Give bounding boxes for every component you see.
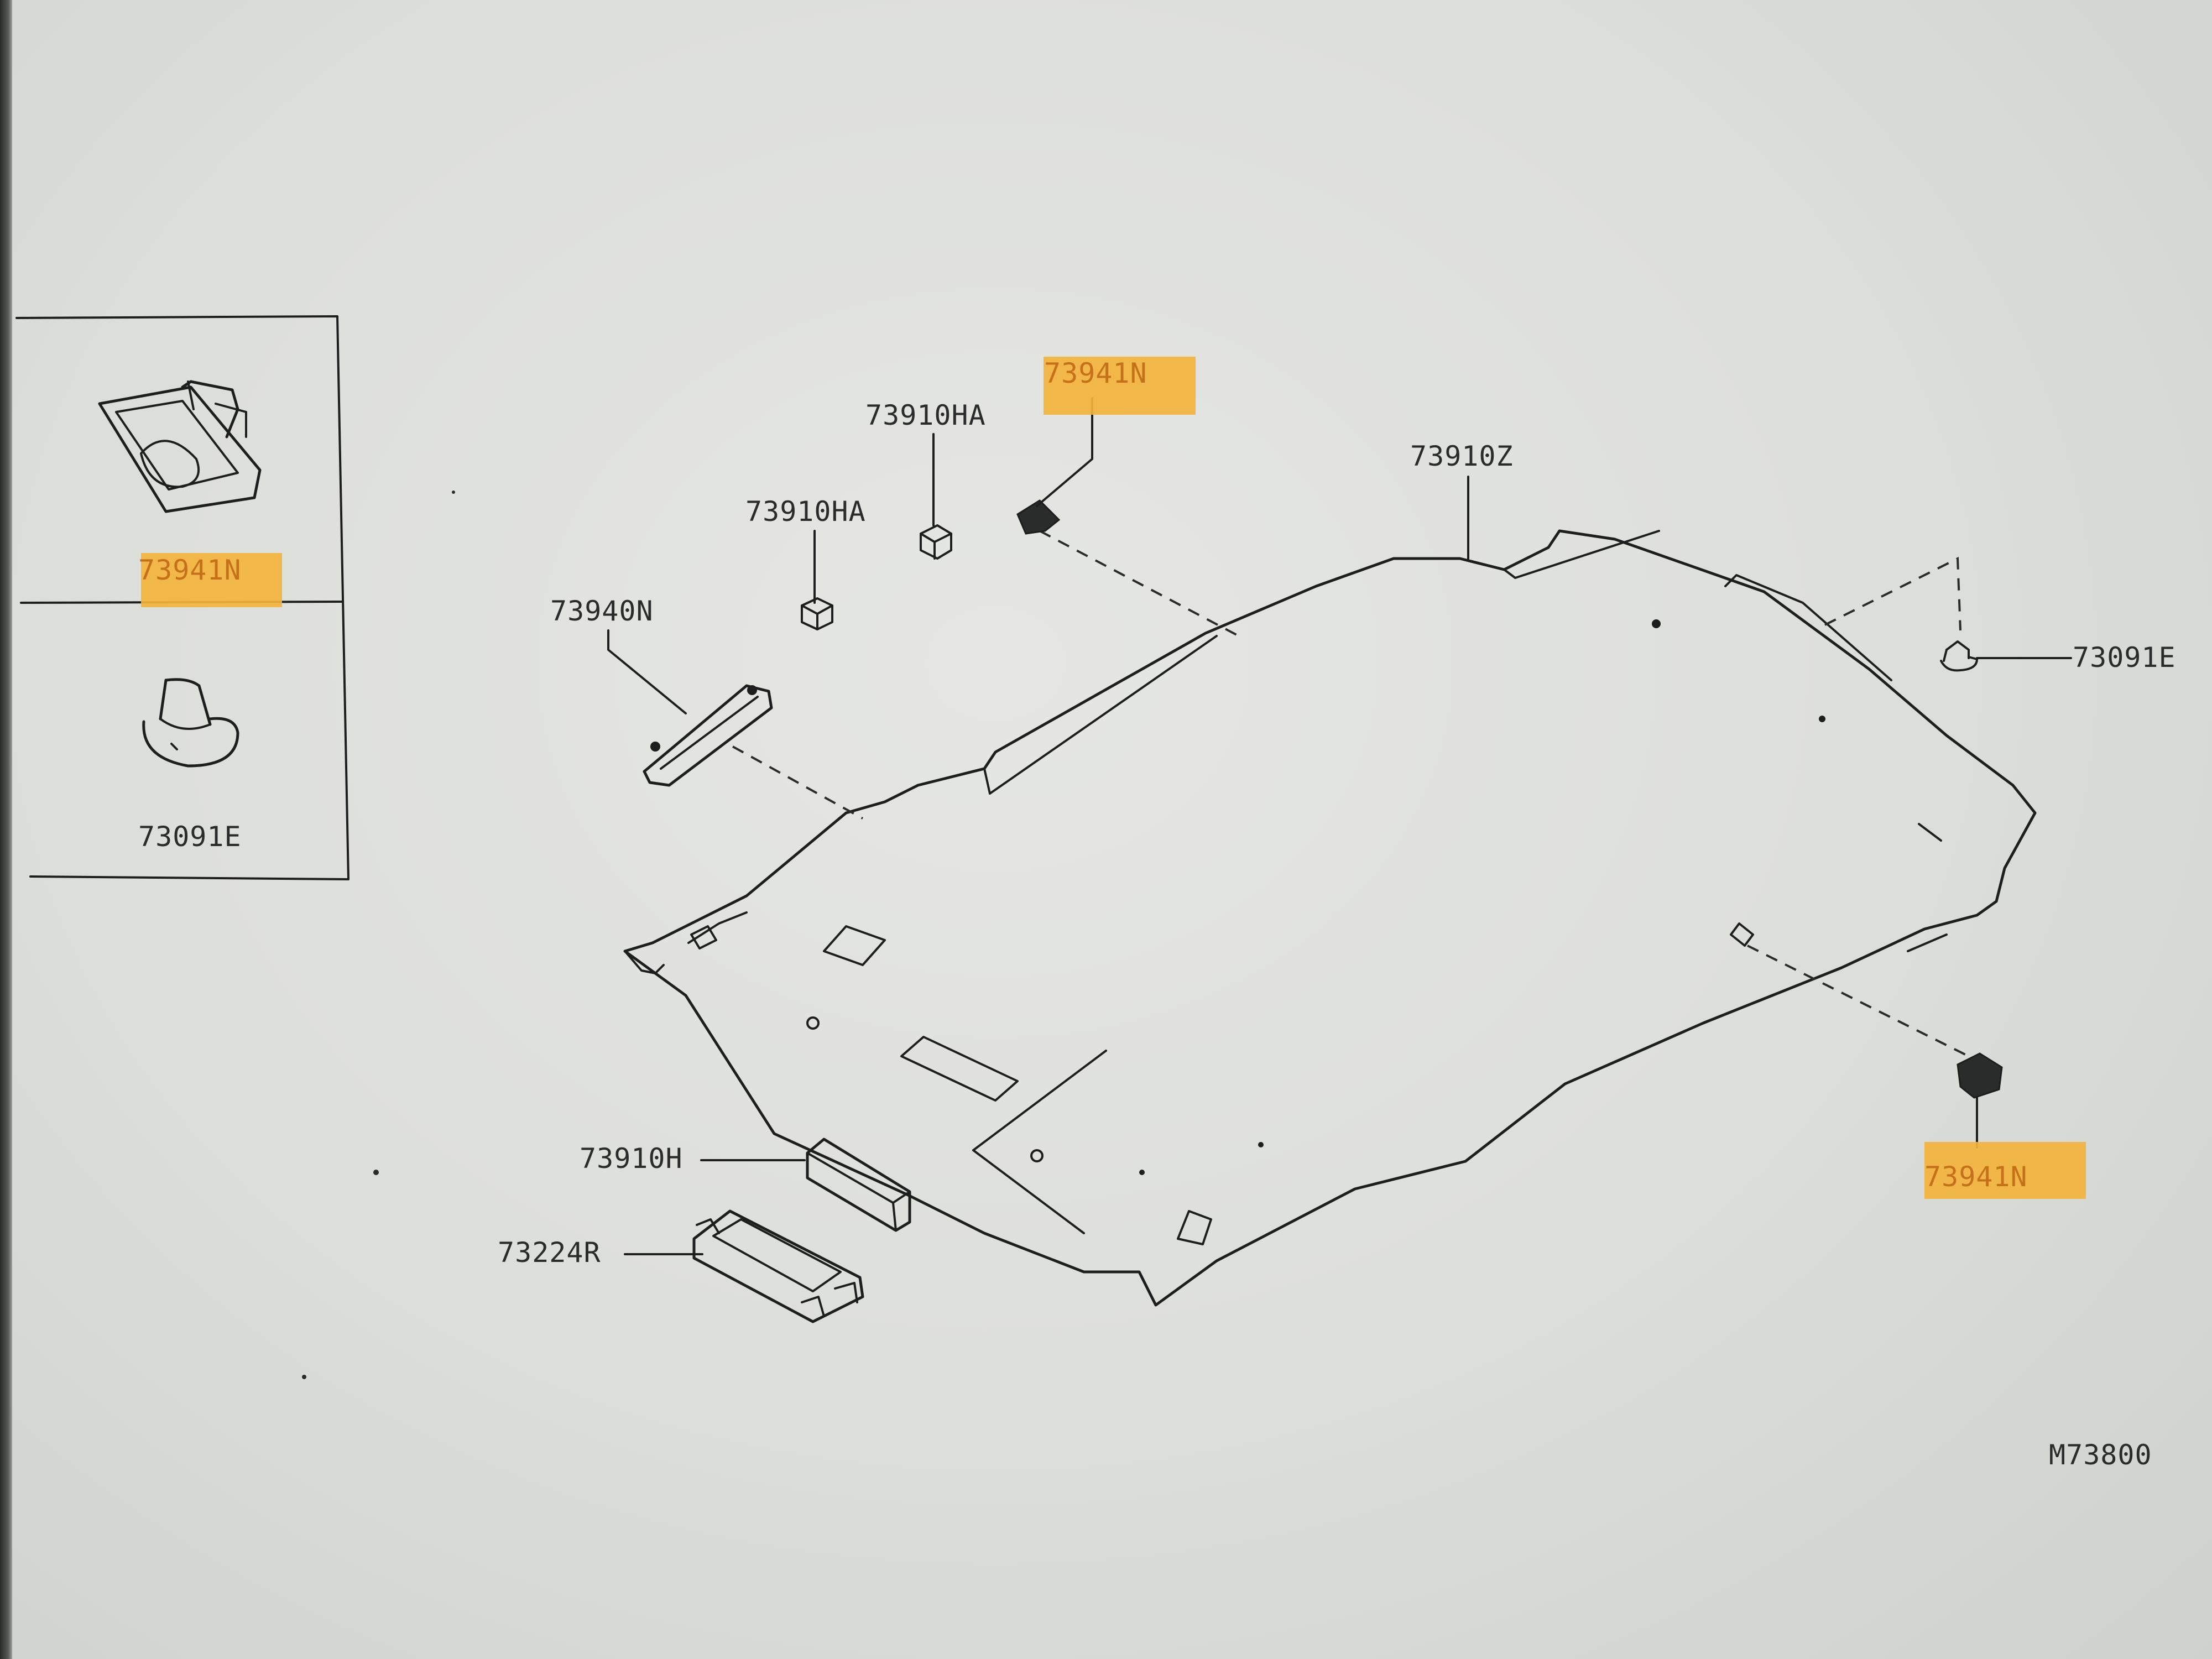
clip-rear-73091e: 73091E bbox=[1940, 640, 2176, 674]
legend-upper-label: 73941N bbox=[138, 554, 242, 586]
speck bbox=[302, 1375, 306, 1379]
diagram-code: M73800 bbox=[2049, 1439, 2152, 1471]
clip-73941n-icon bbox=[98, 380, 262, 513]
speck bbox=[452, 491, 455, 494]
sunvisor-holder-73910h: 73910H bbox=[580, 1138, 911, 1232]
legend-box: 73941N 73091E bbox=[15, 315, 349, 880]
map-lamp-label: 73224R bbox=[498, 1237, 601, 1269]
clip-bottom-right-highlight bbox=[1924, 1142, 2086, 1199]
assist-grip-label: 73940N bbox=[550, 595, 654, 627]
clip-bottom-right-label: 73941N bbox=[1924, 1161, 2028, 1193]
clip-top-highlight bbox=[1044, 357, 1196, 415]
assist-grip-73940n: 73940N bbox=[550, 595, 773, 787]
headlining-callout: 73910Z bbox=[1410, 440, 1514, 560]
headlining-label: 73910Z bbox=[1410, 440, 1514, 472]
headlining-panel bbox=[623, 529, 2037, 1307]
monitor-bezel bbox=[0, 0, 12, 1659]
legend-upper-highlight bbox=[141, 553, 282, 607]
sunvisor-holder-a-lower: 73910HA bbox=[745, 495, 866, 630]
holder-a-lower-label: 73910HA bbox=[745, 495, 866, 528]
speck bbox=[373, 1170, 379, 1175]
legend-lower-label: 73091E bbox=[138, 821, 242, 853]
clip-top-label: 73941N bbox=[1044, 357, 1147, 389]
map-lamp-73224r: 73224R bbox=[498, 1209, 864, 1323]
clip-bottom-right-73941n: 73941N bbox=[1924, 1052, 2086, 1199]
sunvisor-holder-a-upper: 73910HA bbox=[865, 399, 986, 560]
clip-73091e-icon bbox=[142, 678, 239, 768]
dashed-leaders bbox=[732, 530, 1969, 1057]
clip-top-73941n: 73941N bbox=[1016, 357, 1196, 535]
holder-a-upper-label: 73910HA bbox=[865, 399, 986, 431]
holder-h-label: 73910H bbox=[580, 1142, 683, 1175]
clip-rear-label: 73091E bbox=[2073, 641, 2176, 674]
